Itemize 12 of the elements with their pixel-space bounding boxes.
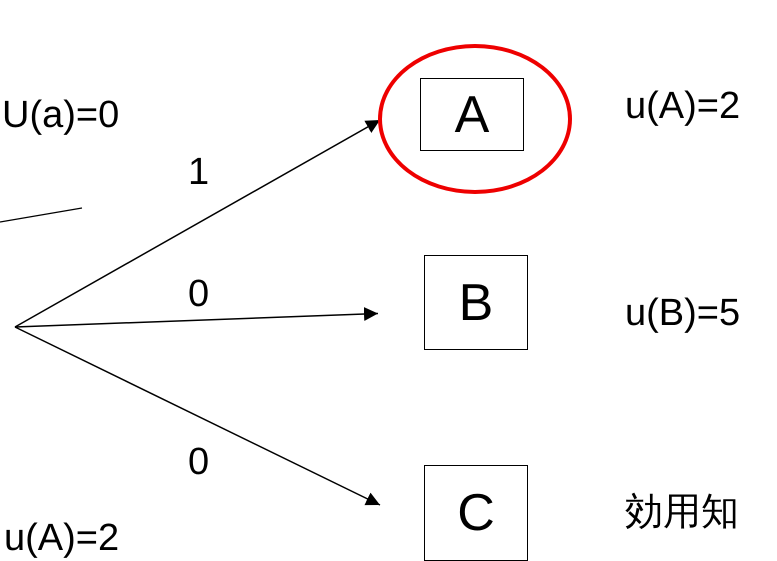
- letter-box: C: [424, 465, 528, 561]
- utility-label: u(A)=2: [4, 516, 120, 560]
- letter-box: B: [424, 255, 528, 350]
- utility-label: 効用知: [625, 490, 739, 534]
- arrow: [14, 119, 380, 328]
- arrow: [14, 326, 380, 506]
- letter-box: A: [420, 78, 524, 151]
- utility-label: u(B)=5: [625, 291, 740, 335]
- utility-label: u(A)=2: [625, 84, 740, 128]
- highlight-circle: [378, 44, 572, 194]
- arrow: [14, 307, 378, 328]
- utility-label: U(a)=0: [2, 93, 120, 137]
